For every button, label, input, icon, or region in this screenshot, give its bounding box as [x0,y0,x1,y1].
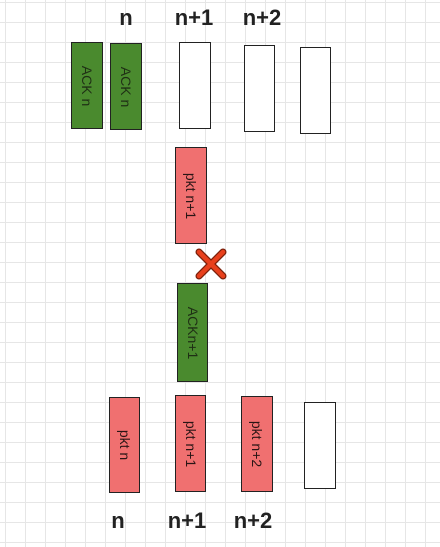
bottom-pkt-n-box: pkt n [109,397,140,493]
middle-ack-n-plus-1-label: ACKn+1 [184,306,201,359]
bottom-pkt-n-plus-1-box: pkt n+1 [175,395,206,492]
bottom-pkt-n-plus-2-label: pkt n+2 [249,420,265,468]
top-ack-n-label-1: ACK n [79,65,95,106]
top-ack-n-box-2: ACK n [110,43,142,130]
top-label-n-plus-2: n+2 [242,5,282,30]
bottom-empty-slot [304,402,336,489]
lost-cross-icon [195,248,227,280]
bottom-label-n: n [111,508,125,533]
middle-pkt-n-plus-1-box: pkt n+1 [175,147,207,244]
top-label-n-plus-1: n+1 [174,5,214,30]
middle-ack-n-plus-1-box: ACKn+1 [177,283,208,382]
middle-pkt-n-plus-1-label: pkt n+1 [183,172,199,219]
bottom-pkt-n-label: pkt n [116,429,133,461]
top-empty-slot-1 [179,42,211,129]
top-ack-n-label-2: ACK n [118,66,134,107]
top-label-n: n [119,5,133,30]
top-empty-slot-3 [300,47,331,134]
bottom-label-n-plus-2: n+2 [233,508,273,533]
bottom-pkt-n-plus-1-label: pkt n+1 [182,420,199,467]
bottom-pkt-n-plus-2-box: pkt n+2 [241,396,273,492]
top-ack-n-box-1: ACK n [71,42,103,129]
top-empty-slot-2 [244,45,275,132]
bottom-label-n-plus-1: n+1 [167,508,207,533]
